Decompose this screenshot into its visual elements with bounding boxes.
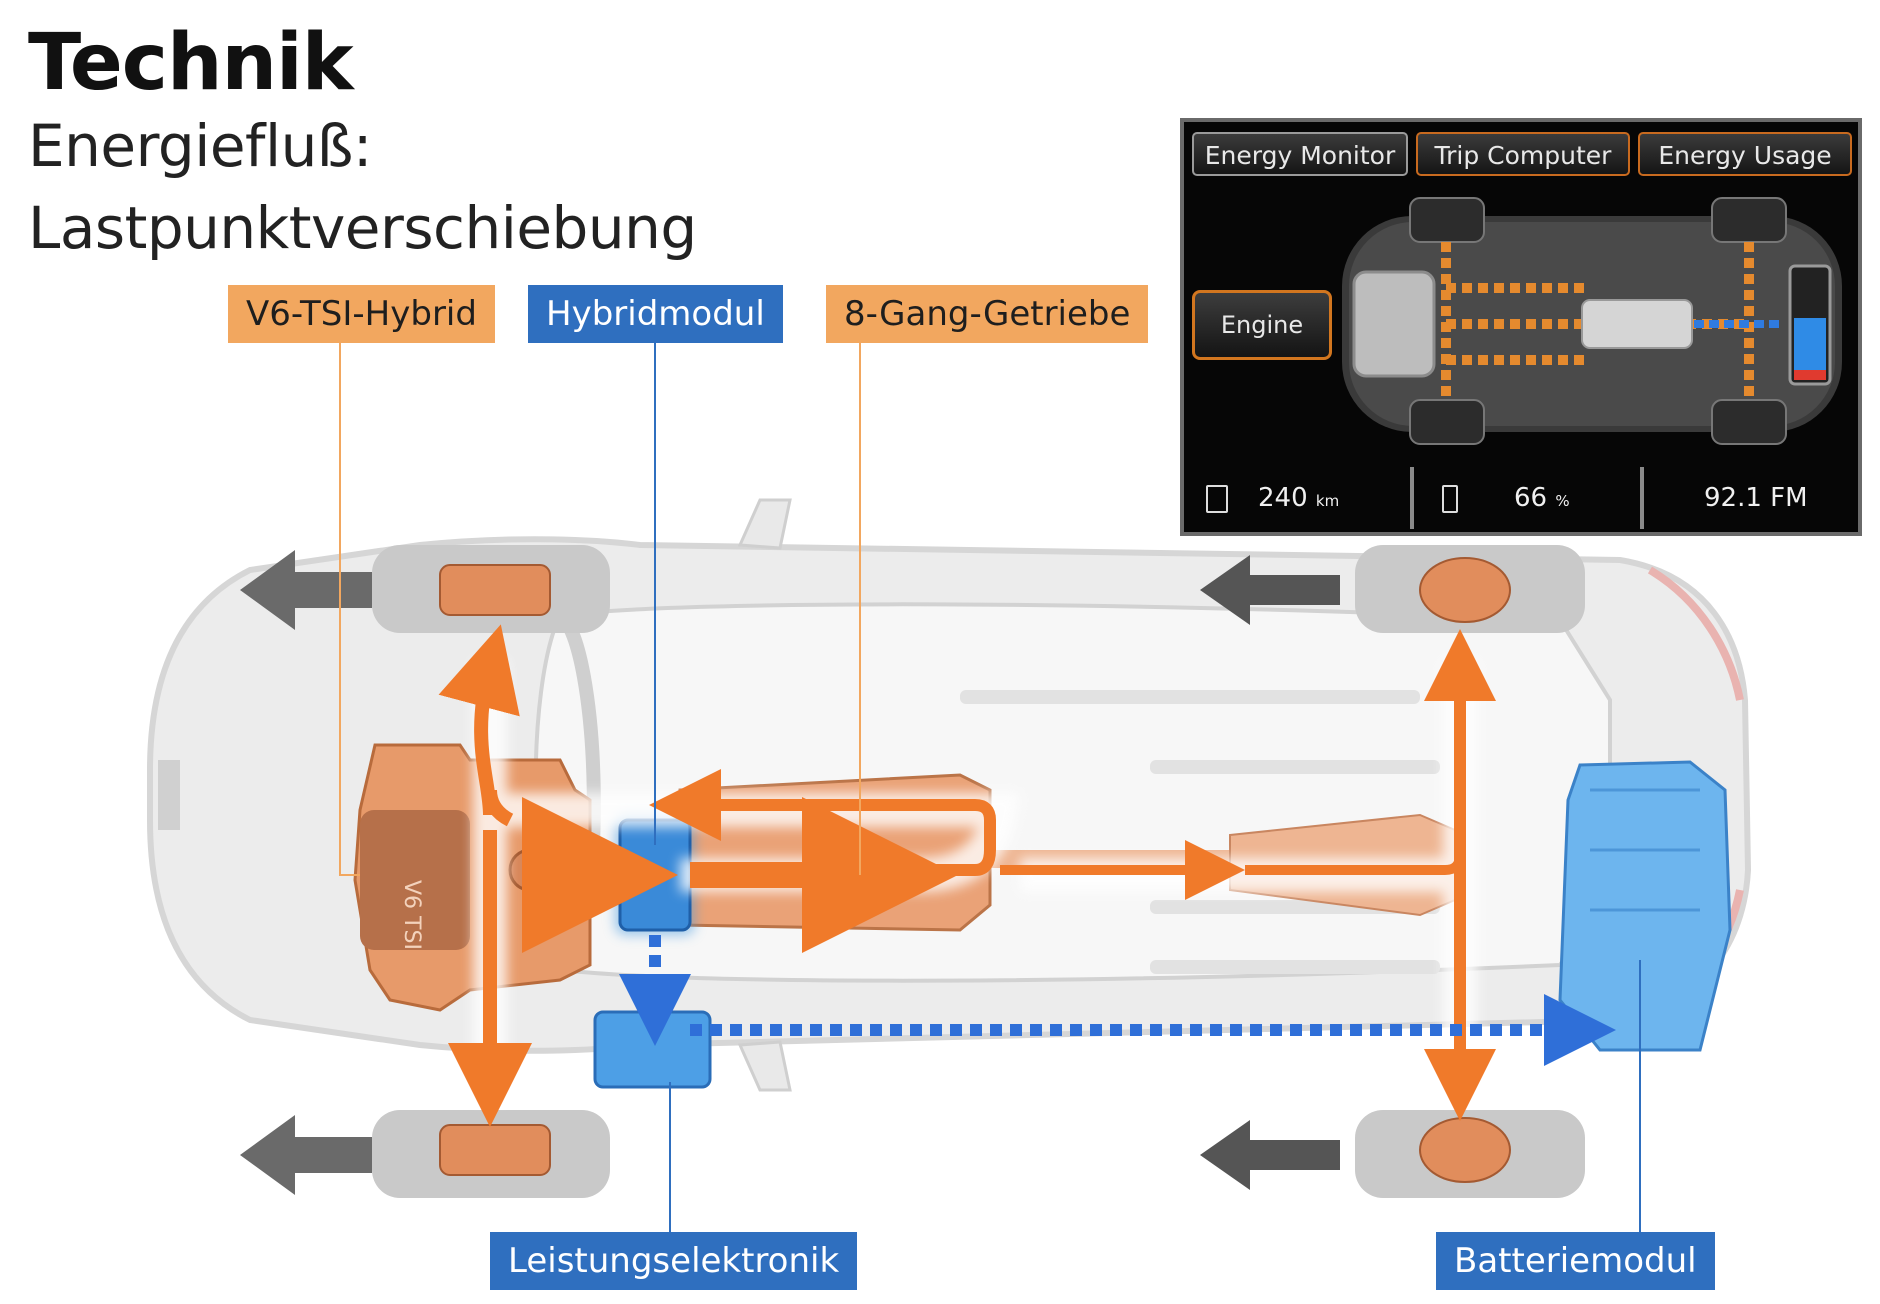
leistungselektronik-component <box>593 1010 712 1089</box>
battery-value: 66 <box>1514 483 1548 513</box>
battery-unit: % <box>1555 492 1570 510</box>
flow-engine-branch <box>483 789 514 827</box>
label-leader-lines <box>339 343 1641 1232</box>
page-title: Technik <box>28 18 354 108</box>
batteriemodul-component <box>1558 760 1732 1052</box>
fuel-pump-icon <box>1206 484 1228 513</box>
motion-arrow-front-bottom <box>240 1115 372 1195</box>
svg-text:V6 TSI: V6 TSI <box>399 880 424 950</box>
mechanical-energy-flow <box>438 624 1496 1127</box>
label-8-gang-getriebe: 8-Gang-Getriebe <box>826 285 1149 343</box>
battery-level-status: 66 % <box>1442 468 1570 528</box>
motion-arrow-rear-bottom <box>1200 1120 1340 1190</box>
tab-energy-usage[interactable]: Energy Usage <box>1638 132 1852 176</box>
tab-trip-computer[interactable]: Trip Computer <box>1416 132 1630 176</box>
label-v6-tsi-hybrid: V6-TSI-Hybrid <box>228 285 495 343</box>
radio-station-status[interactable]: 92.1 FM <box>1704 483 1808 513</box>
range-value: 240 <box>1258 483 1308 513</box>
flow-return-loop <box>649 769 996 876</box>
subtitle-line-1: Energiefluß: <box>28 112 372 180</box>
battery-icon <box>1442 484 1458 513</box>
subtitle-line-2: Lastpunktverschiebung <box>28 194 697 262</box>
status-separator <box>1640 467 1644 529</box>
electrical-energy-flow <box>619 935 1616 1066</box>
label-batteriemodul: Batteriemodul <box>1436 1232 1715 1290</box>
status-separator <box>1410 467 1414 529</box>
v6-engine-block: V6 TSI <box>353 743 592 1012</box>
label-hybridmodul: Hybridmodul <box>528 285 783 343</box>
motion-arrow-front-top <box>240 550 372 630</box>
range-unit: km <box>1315 492 1340 510</box>
wheel-hubs <box>439 557 1511 1183</box>
fuel-range-status: 240 km <box>1206 468 1339 528</box>
engine-button[interactable]: Engine <box>1192 290 1332 360</box>
monitor-drivetrain-graphic <box>1342 197 1842 445</box>
motion-arrow-rear-top <box>1200 555 1340 625</box>
energy-monitor-display: Energy Monitor Trip Computer Energy Usag… <box>1180 118 1862 536</box>
tab-energy-monitor[interactable]: Energy Monitor <box>1192 132 1408 176</box>
motion-arrows <box>240 550 1340 1195</box>
label-leistungselektronik: Leistungselektronik <box>490 1232 858 1290</box>
